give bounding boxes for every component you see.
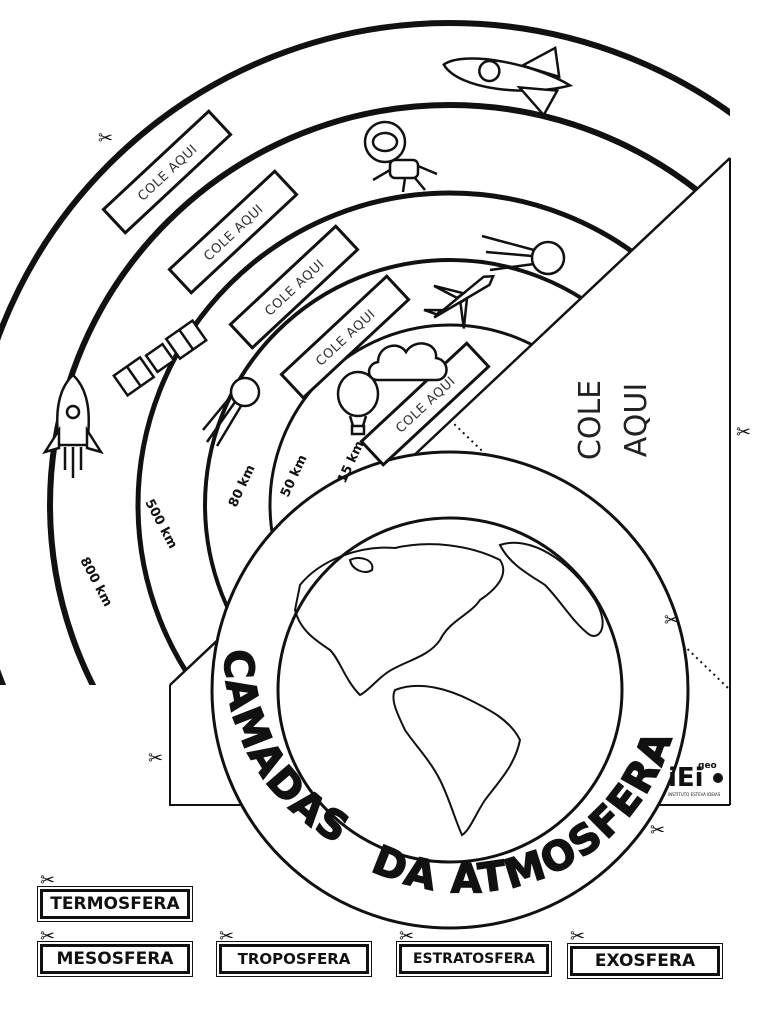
label-exosfera[interactable]: EXOSFERA <box>567 943 723 979</box>
scissors-icon: ✂ <box>40 926 56 947</box>
cloud-icon <box>367 342 448 382</box>
label-troposfera[interactable]: TROPOSFERA <box>216 941 372 977</box>
continents <box>293 541 604 837</box>
astronaut-icon <box>363 120 438 193</box>
scissors-icon: ✂ <box>98 128 114 149</box>
scissors-icon: ✂ <box>40 870 56 891</box>
logo-main: iEi <box>668 763 704 793</box>
big-paste-area: COLE AQUI <box>573 380 654 460</box>
satellite-icon <box>112 318 208 398</box>
logo-subtitle: INSTITUTO ESTEVA IDEIAS <box>668 792 721 797</box>
space-shuttle-icon <box>442 46 574 118</box>
jet-icon <box>423 274 496 329</box>
logo-tag: geo <box>698 761 717 771</box>
earth-icon <box>276 516 624 864</box>
ieigeo-logo: iEi geo INSTITUTO ESTEVA IDEIAS <box>668 761 723 797</box>
scissors-icon: ✂ <box>650 820 666 841</box>
big-paste-line2: AQUI <box>619 383 654 457</box>
scissors-icon: ✂ <box>570 926 586 947</box>
label-mesosfera[interactable]: MESOSFERA <box>37 941 193 977</box>
scissors-icon: ✂ <box>148 748 164 769</box>
paste-box-mesosphere: COLE AQUI <box>228 224 360 350</box>
rocket-icon <box>42 373 104 478</box>
meteor-icon <box>202 376 261 447</box>
scissors-icon: ✂ <box>664 610 680 631</box>
label-termosfera[interactable]: TERMOSFERA <box>37 886 193 922</box>
label-estratosfera[interactable]: ESTRATOSFERA <box>396 941 552 977</box>
logo-globe-icon <box>713 773 723 783</box>
title-panel-left-edge <box>169 685 260 806</box>
scissors-icon: ✂ <box>219 926 235 947</box>
hot-air-balloon-icon <box>336 370 380 436</box>
big-paste-line1: COLE <box>573 380 608 460</box>
scissors-icon: ✂ <box>399 926 415 947</box>
scissors-icon: ✂ <box>736 422 752 443</box>
comet-icon <box>481 234 566 276</box>
